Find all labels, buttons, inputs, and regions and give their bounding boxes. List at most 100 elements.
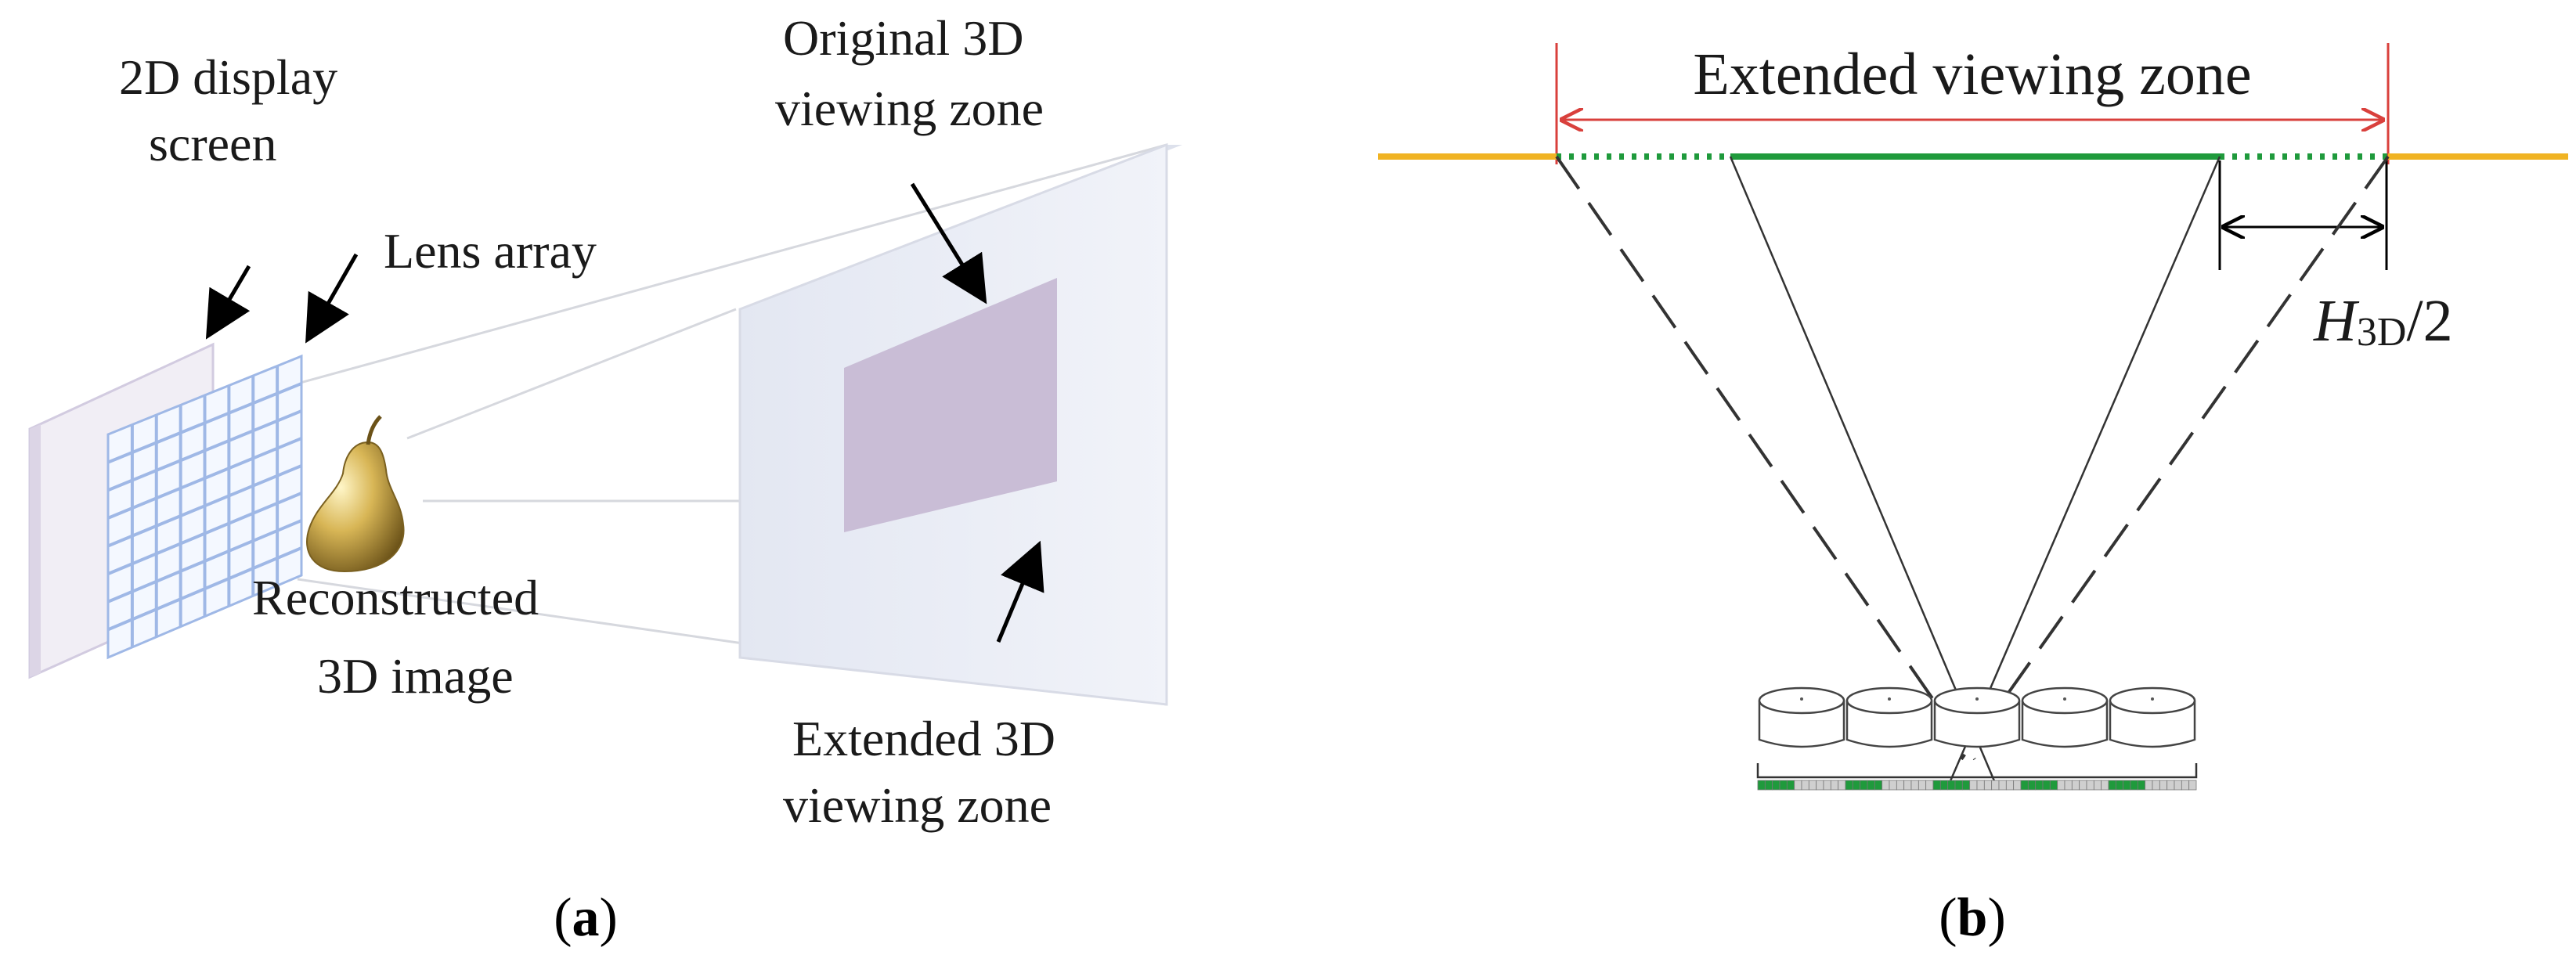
pixel-cell [1954, 780, 1963, 791]
pixel-cell [1961, 780, 1971, 791]
lens-grid-row [107, 409, 302, 492]
pixel-cell [2005, 780, 2015, 791]
pixel-cell [2013, 780, 2022, 791]
label-extended-zone-1: Extended 3D [792, 711, 1055, 766]
label-reconstructed-2: 3D image [317, 648, 514, 704]
lens-element [1845, 686, 1933, 748]
lens-grid-row [107, 492, 302, 575]
pixel-cell [2057, 780, 2065, 791]
lens-element [2109, 686, 2196, 748]
label-reconstructed-1: Reconstructed [252, 570, 539, 625]
dashed-ray-right [1960, 155, 2390, 761]
label-lens-array: Lens array [384, 223, 597, 279]
caption-a: (a) [554, 888, 618, 948]
pixel-cell [1918, 780, 1927, 791]
pixel-cell [2108, 780, 2116, 791]
pixel-cell [1845, 780, 1853, 791]
pixel-cell [1910, 780, 1919, 791]
pixel-cell [2071, 780, 2080, 791]
lens-element [1933, 686, 2021, 748]
pixel-cell [2027, 780, 2037, 791]
pixel-cell [1772, 780, 1780, 791]
pixel-cell [2123, 780, 2131, 791]
annotation-arrows [205, 182, 1044, 643]
pixel-cell [1896, 780, 1905, 791]
label-display-screen-1: 2D display [119, 49, 337, 105]
lens-grid-row [107, 546, 302, 632]
pixel-cell [2137, 780, 2146, 791]
pixel-cell [2035, 780, 2044, 791]
label-original-zone-1: Original 3D [783, 10, 1024, 66]
pixel-cell [1969, 780, 1978, 791]
lens-bracket [1756, 763, 2198, 779]
pear-3d-image [306, 415, 405, 573]
arrow-display-screen [205, 265, 251, 340]
solid-ray-left [1729, 156, 1997, 784]
label-half-width: H3D/2 [2313, 288, 2453, 355]
pixel-cell [1860, 780, 1868, 791]
dashed-ray-left [1555, 155, 1976, 761]
lens-array [106, 354, 303, 660]
extended-zone-dimension [1555, 43, 2390, 164]
pixel-cell [1838, 780, 1846, 791]
pixel-cell [1823, 780, 1831, 791]
pixel-cell [2130, 780, 2138, 791]
pixel-cell [1808, 780, 1817, 791]
lens-element [1758, 686, 1845, 748]
lens-grid-row [107, 519, 302, 604]
arrow-extended-zone [996, 540, 1044, 643]
pixel-cell [1881, 780, 1890, 791]
pixel-cell [2181, 780, 2190, 791]
pixel-cell [1991, 780, 2000, 791]
pixel-cell [1852, 780, 1861, 791]
half-width-dimension [2218, 160, 2388, 270]
original-viewing-zone-rect [844, 278, 1057, 532]
lens-grid-row [107, 464, 302, 548]
pixel-cell [1889, 780, 1897, 791]
pixel-cell [1779, 780, 1788, 791]
pixel-cell [1794, 780, 1802, 791]
lens-grid-row [107, 382, 302, 464]
pixel-cell [2145, 780, 2153, 791]
pixel-cell [1801, 780, 1809, 791]
pixel-cell [2188, 780, 2197, 791]
lens-grid-row [107, 437, 302, 520]
solid-ray-right [1948, 156, 2221, 784]
label-extended-zone-2: viewing zone [783, 777, 1052, 833]
pixel-cell [1976, 780, 1985, 791]
pixel-cell [2167, 780, 2175, 791]
pixel-cell [1786, 780, 1795, 791]
caption-b: (b) [1939, 888, 2006, 948]
arrow-original-zone [910, 182, 987, 304]
pixel-cell [1903, 780, 1912, 791]
pixel-cell [1874, 780, 1883, 791]
pixel-cell [2086, 780, 2094, 791]
panel-b: Extended viewing zone H3D/2 (b) [1378, 41, 2568, 948]
pixel-cell [1947, 780, 1956, 791]
pixel-cell [1998, 780, 2007, 791]
panel-a: 2D display screen Lens array Original 3D… [28, 10, 1182, 948]
pixel-cell [2115, 780, 2124, 791]
pixel-cell [1925, 780, 1934, 791]
pixel-cell [2174, 780, 2182, 791]
pixel-cell [2093, 780, 2102, 791]
pixel-cell [1867, 780, 1875, 791]
pixel-cell [2101, 780, 2109, 791]
lens-element [2021, 686, 2109, 748]
label-display-screen-2: screen [149, 116, 276, 171]
pixel-cell [2152, 780, 2160, 791]
pixel-cell [2049, 780, 2058, 791]
pixel-cell [2020, 780, 2029, 791]
pixel-cell [1830, 780, 1839, 791]
ray-lines [1555, 155, 2390, 784]
pixel-cell [1764, 780, 1773, 791]
pixel-cell [2042, 780, 2051, 791]
pixel-cell [1932, 780, 1941, 791]
pixel-cell [2064, 780, 2073, 791]
pixel-cell [1757, 780, 1766, 791]
pixel-cell [1816, 780, 1824, 791]
pixel-cell [1939, 780, 1949, 791]
pixel-cell [1983, 780, 1993, 791]
label-original-zone-2: viewing zone [775, 81, 1044, 136]
